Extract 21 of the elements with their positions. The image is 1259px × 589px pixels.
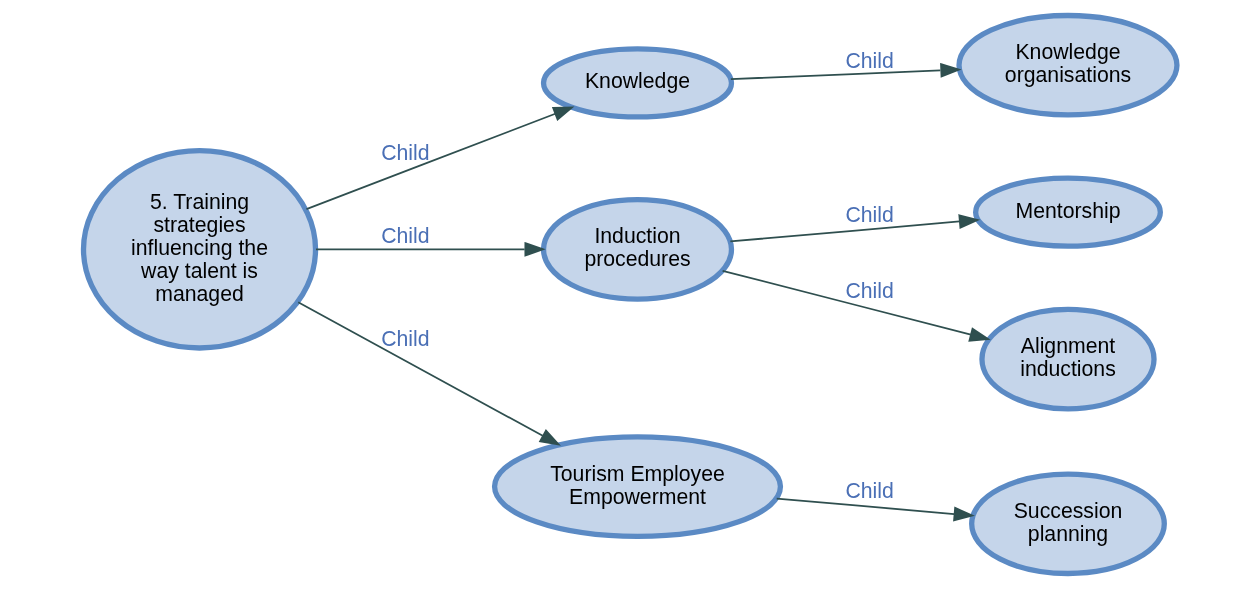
arrow [296, 301, 561, 446]
node-ellipse: Mentorship [972, 175, 1163, 249]
edge-label: Child [844, 203, 894, 228]
arrow [728, 214, 980, 243]
node-ellipse: 5. Training strategies influencing the way talent is managed [80, 148, 318, 351]
edge-label: Child [844, 49, 894, 74]
arrow [775, 497, 975, 522]
arrow [721, 269, 991, 342]
edge-label: Child [844, 479, 894, 504]
arrow [729, 63, 962, 80]
edge-label: Child [380, 327, 430, 352]
arrow [305, 106, 574, 210]
node-ellipse: Alignment inductions [978, 306, 1157, 412]
edge-label: Child [380, 224, 430, 249]
arrow [314, 241, 546, 257]
node-ellipse: Knowledge organisations [955, 12, 1180, 118]
node-ellipse: Tourism Employee Empowerment [491, 434, 783, 539]
node-ellipse: Succession planning [968, 471, 1167, 577]
edge-label: Child [380, 141, 430, 166]
node-ellipse: Induction procedures [540, 197, 734, 302]
edge-label: Child [844, 279, 894, 304]
